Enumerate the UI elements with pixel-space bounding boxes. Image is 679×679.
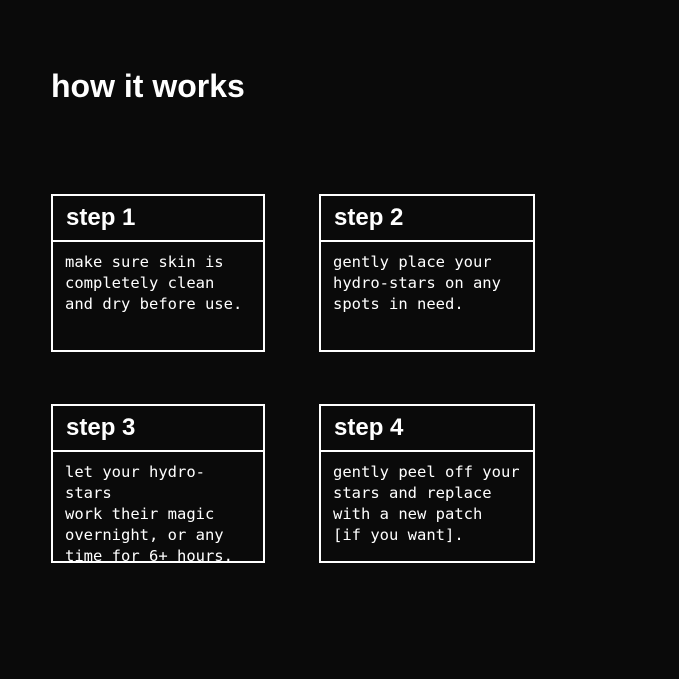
step-card-3-header: step 3 <box>53 406 263 452</box>
page-title: how it works <box>51 68 245 104</box>
step-card-1-header: step 1 <box>53 196 263 242</box>
step-card-2: step 2 gently place your hydro-stars on … <box>319 194 535 352</box>
step-1-label: step 1 <box>66 204 136 231</box>
step-card-1: step 1 make sure skin is completely clea… <box>51 194 265 352</box>
step-4-description: gently peel off your stars and replace w… <box>333 463 520 544</box>
step-card-3: step 3 let your hydro-stars work their m… <box>51 404 265 565</box>
steps-grid: step 1 make sure skin is completely clea… <box>51 194 535 565</box>
step-card-2-header: step 2 <box>321 196 533 242</box>
step-card-4-header: step 4 <box>321 406 533 452</box>
step-3-description: let your hydro-stars work their magic ov… <box>65 463 233 565</box>
step-4-label: step 4 <box>334 414 404 441</box>
step-1-description: make sure skin is completely clean and d… <box>65 253 243 313</box>
step-3-label: step 3 <box>66 414 136 441</box>
step-2-description: gently place your hydro-stars on any spo… <box>333 253 501 313</box>
step-card-4: step 4 gently peel off your stars and re… <box>319 404 535 563</box>
step-2-label: step 2 <box>334 204 404 231</box>
